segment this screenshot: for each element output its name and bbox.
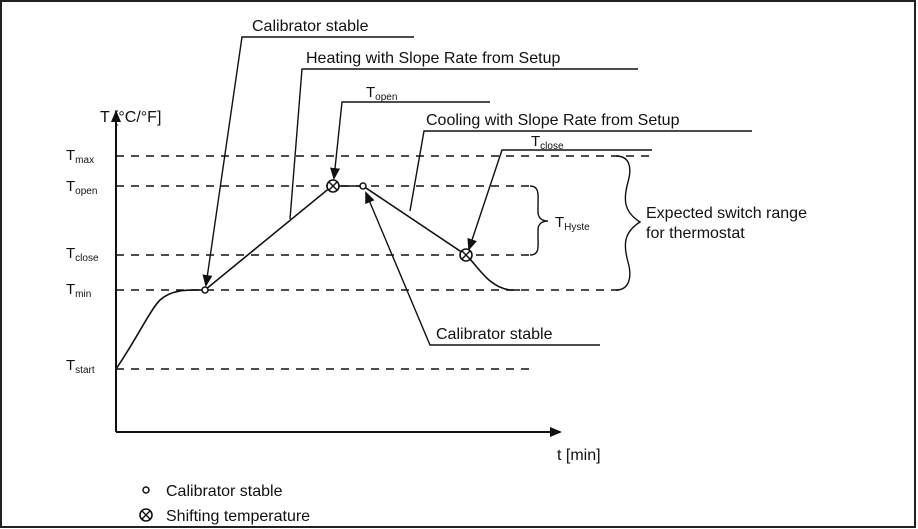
- leader-calibrator-stable-bottom: [365, 191, 600, 346]
- shifting-temperature-marker-1: [326, 179, 340, 193]
- callout-heating: Heating with Slope Rate from Setup: [306, 50, 560, 67]
- y-axis-label: T [°C/°F]: [100, 109, 161, 126]
- shifting-temperature-marker-2: [459, 248, 473, 262]
- leader-topen: [330, 101, 490, 180]
- leader-heating: [289, 68, 638, 220]
- callout-tclose: Tclose: [531, 133, 564, 152]
- x-axis-label: t [min]: [557, 447, 601, 464]
- expected-range-line1: Expected switch range: [646, 205, 807, 222]
- leader-cooling: [409, 130, 752, 212]
- legend-calibrator-stable: Calibrator stable: [166, 483, 283, 500]
- legend: Calibrator stable Shifting temperature: [139, 483, 310, 525]
- callout-cooling: Cooling with Slope Rate from Setup: [426, 112, 680, 129]
- thyste-label: THyste: [555, 214, 590, 233]
- tstart-label: Tstart: [66, 357, 95, 376]
- temperature-curve: [115, 185, 520, 370]
- small-circle-icon: [142, 486, 150, 494]
- thyste-brace: [529, 185, 549, 256]
- callout-calibrator-stable-bottom: Calibrator stable: [436, 326, 553, 343]
- tmax-label: Tmax: [66, 147, 94, 166]
- calibrator-stable-marker-1: [201, 286, 209, 294]
- leader-calibrator-stable-top: [202, 36, 414, 287]
- topen-label: Topen: [66, 178, 97, 197]
- circled-x-icon: [139, 508, 153, 522]
- legend-shifting-temperature: Shifting temperature: [166, 508, 310, 525]
- callout-topen: Topen: [366, 84, 397, 103]
- expected-range-line2: for thermostat: [646, 225, 745, 242]
- expected-range-brace: [615, 155, 642, 291]
- tmin-label: Tmin: [66, 281, 91, 300]
- calibrator-stable-marker-2: [359, 182, 367, 190]
- tclose-label: Tclose: [66, 245, 99, 264]
- callout-calibrator-stable-top: Calibrator stable: [252, 18, 369, 35]
- leader-tclose: [467, 149, 652, 251]
